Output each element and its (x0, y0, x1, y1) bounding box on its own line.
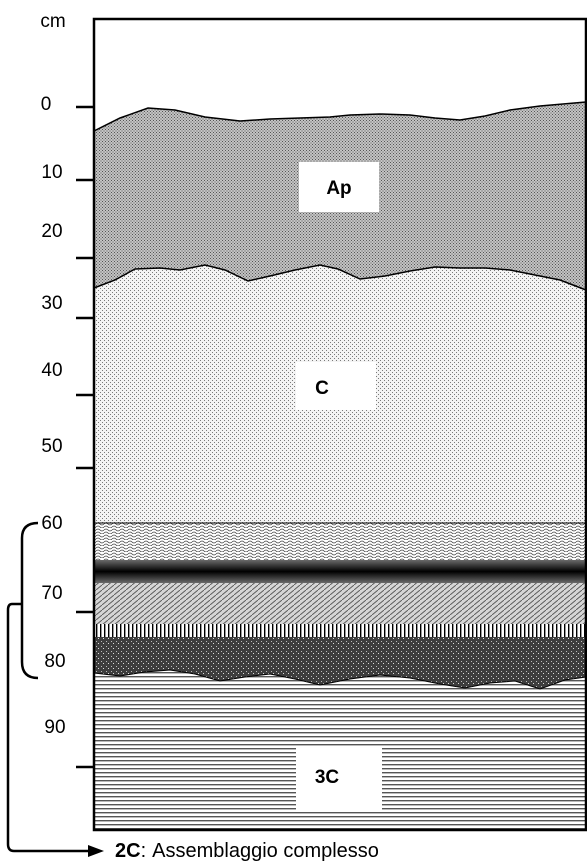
boundary-ap-c (93, 264, 587, 291)
axis-tick-label-50: 50 (41, 436, 62, 457)
arrow-head-icon (88, 845, 104, 857)
caption-separator: : (141, 840, 147, 862)
horizon-label-ap: Ap (326, 178, 351, 199)
axis-tick-label-90: 90 (44, 717, 65, 738)
layer-dark-coarse (94, 637, 586, 689)
label-box-3c (296, 746, 382, 810)
caption-code: 2C (115, 840, 141, 862)
horizon-label-c: C (315, 378, 329, 399)
assemblage-bracket (20, 521, 39, 680)
axis-tick-label-70: 70 (41, 583, 62, 604)
axis-tick-label-30: 30 (41, 293, 62, 314)
layer-wavy (94, 523, 586, 560)
axis-tick-label-0: 0 (41, 94, 52, 115)
label-box-ap (299, 162, 379, 212)
label-box-c (296, 362, 376, 410)
caption-leader-line (6, 602, 88, 853)
layer-vertical-bars (94, 624, 586, 637)
caption-text: Assemblaggio complesso (152, 840, 379, 862)
axis-tick-label-60: 60 (41, 513, 62, 534)
horizon-label-3c: 3C (315, 767, 340, 788)
caption: 2C:Assemblaggio complesso (115, 840, 379, 862)
layer-dark-band (94, 560, 586, 583)
boundary-coarse-3c (93, 669, 587, 690)
axis-tick-label-40: 40 (41, 360, 62, 381)
layer-diagonal (94, 583, 586, 624)
axis-unit-label: cm (40, 11, 65, 32)
axis-tick-label-20: 20 (41, 221, 62, 242)
profile-frame (92, 17, 587, 832)
axis-tick-label-80: 80 (44, 651, 65, 672)
axis-tick-label-10: 10 (41, 162, 62, 183)
boundary-surface (93, 101, 587, 132)
